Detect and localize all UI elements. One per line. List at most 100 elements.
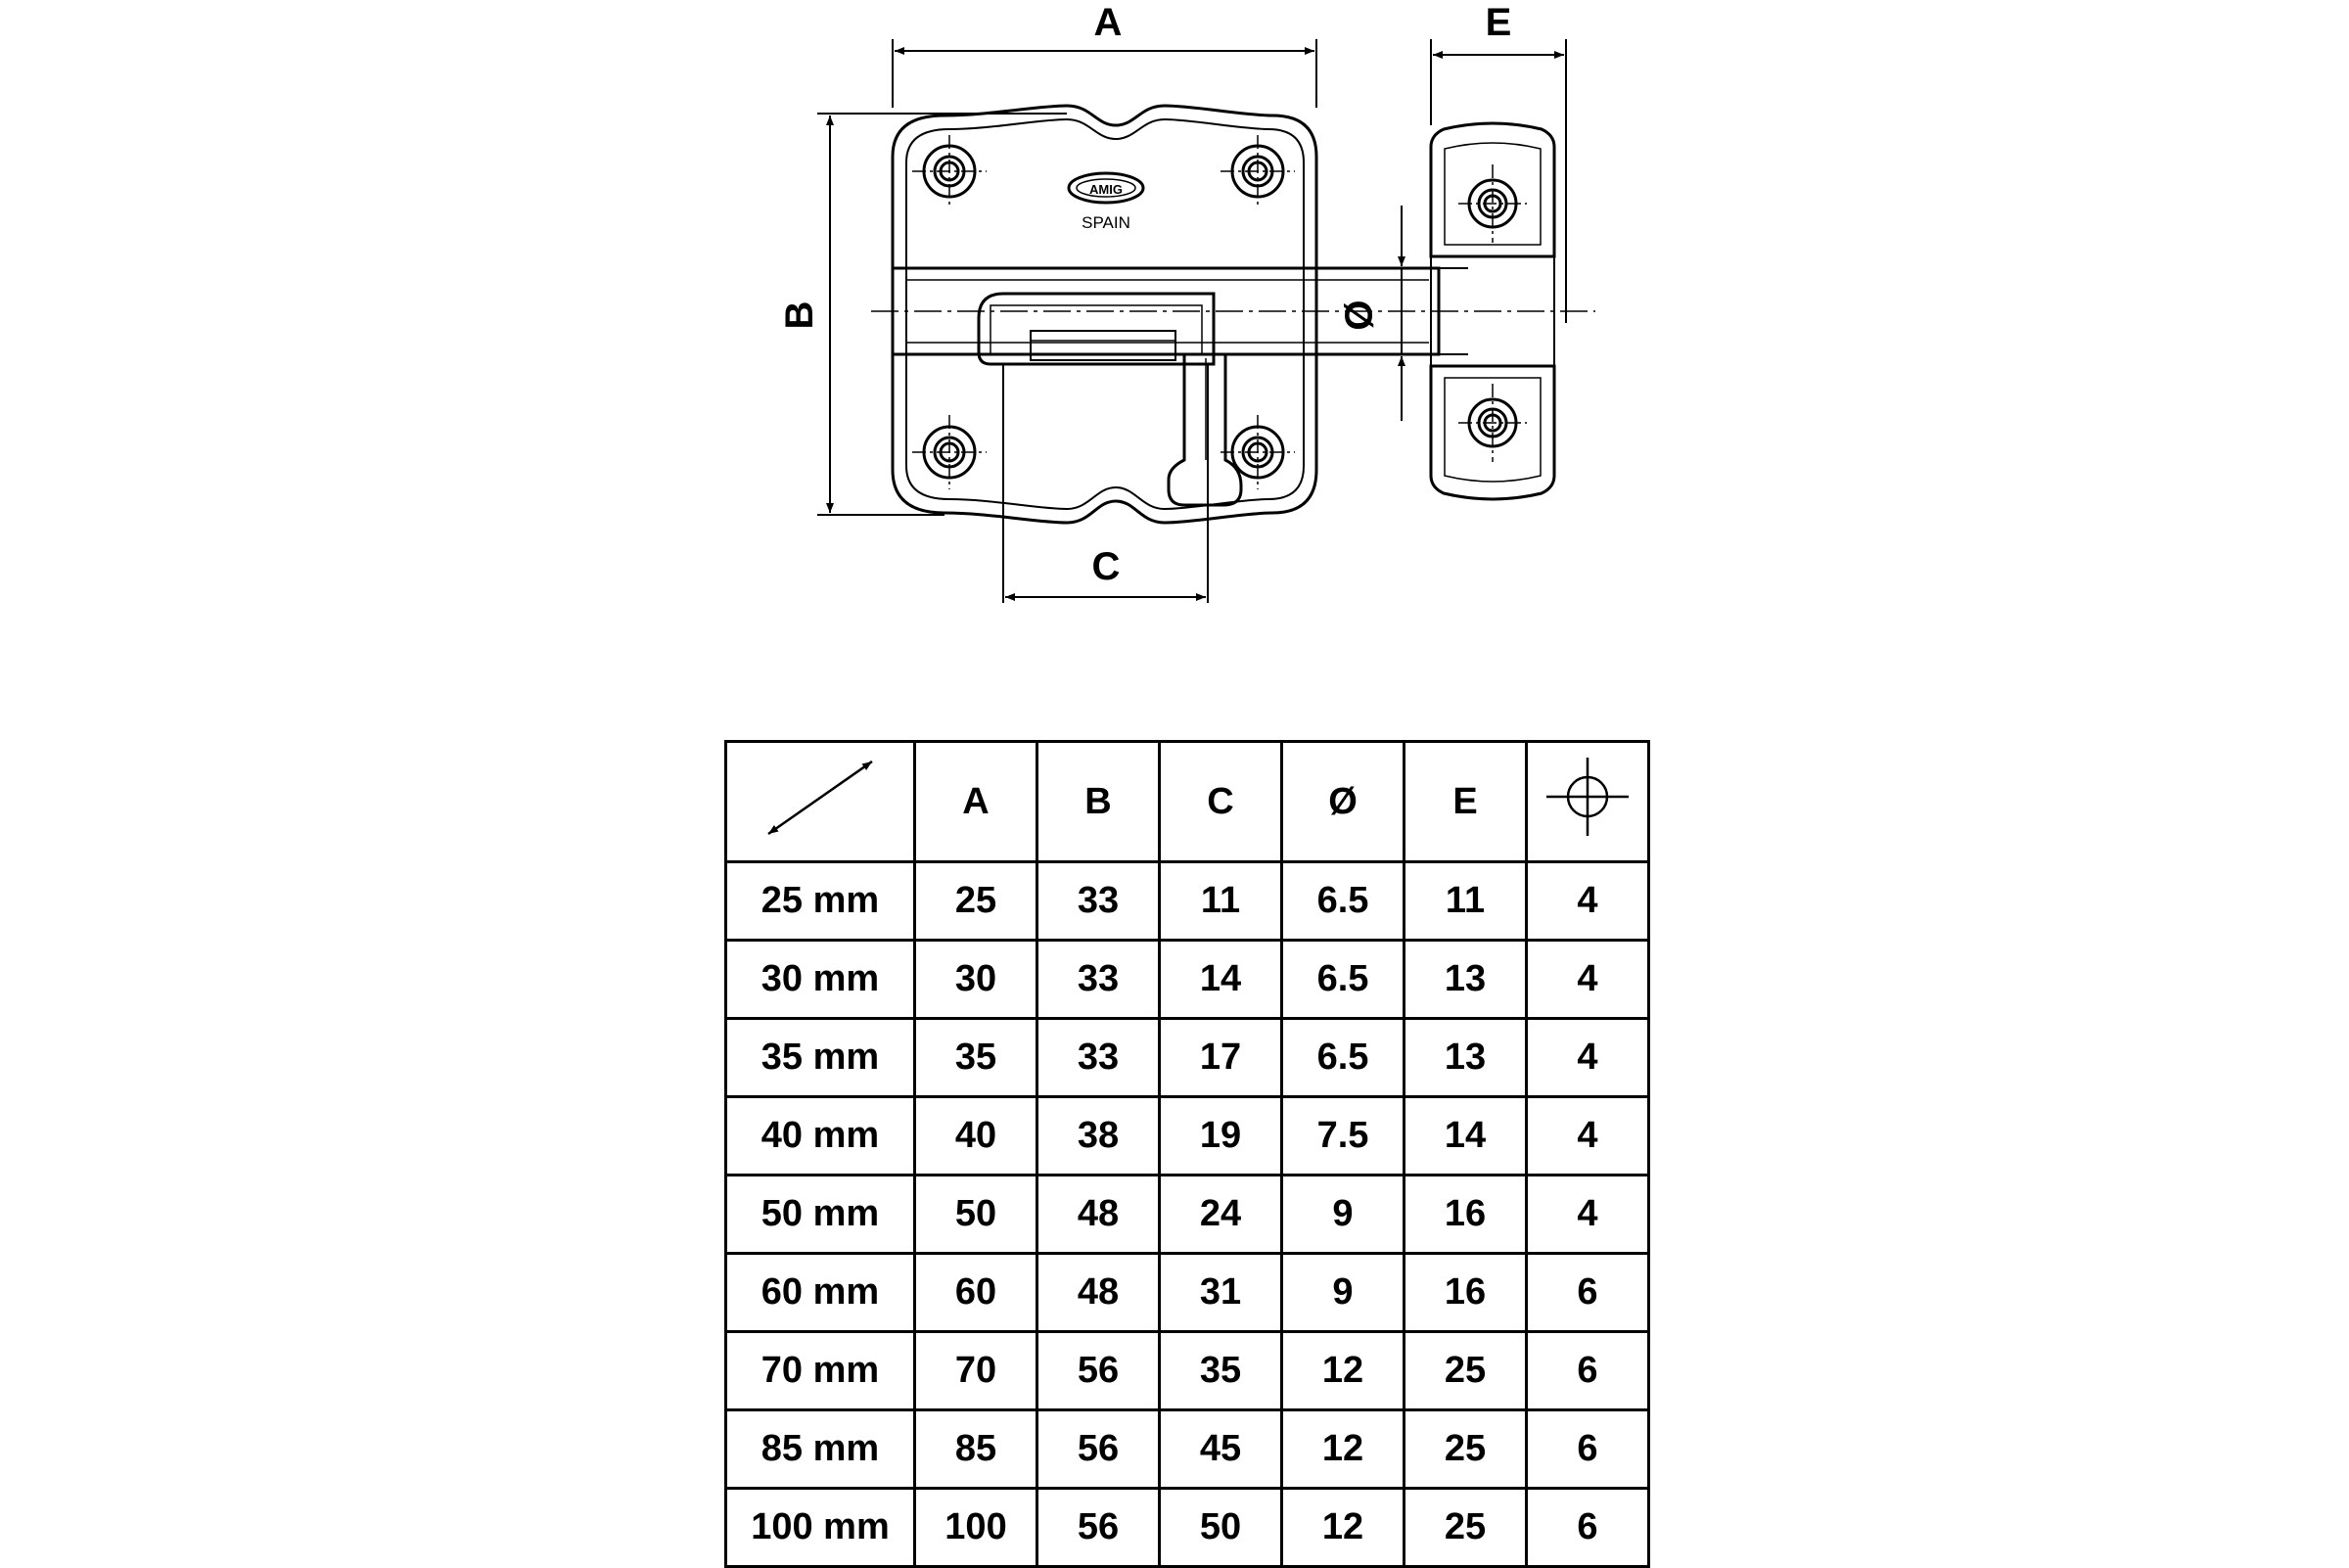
header-a: A xyxy=(913,740,1038,863)
header-c: C xyxy=(1158,740,1283,863)
value-cell: 56 xyxy=(1036,1487,1161,1568)
value-cell: 25 xyxy=(1403,1330,1528,1411)
value-cell: 11 xyxy=(1403,860,1528,942)
dimension-a-label: A xyxy=(1094,1,1123,44)
value-cell: 6.5 xyxy=(1280,860,1405,942)
crosshair-circle-icon xyxy=(1546,758,1629,836)
value-cell: 25 xyxy=(1403,1487,1528,1568)
value-cell: 4 xyxy=(1525,1174,1650,1255)
mounting-plate-outline xyxy=(891,104,1318,525)
value-cell: 9 xyxy=(1280,1252,1405,1333)
value-cell: 12 xyxy=(1280,1487,1405,1568)
size-cell: 50 mm xyxy=(724,1174,916,1255)
value-cell: 11 xyxy=(1158,860,1283,942)
dimension-diameter-label: Ø xyxy=(1338,300,1381,330)
value-cell: 13 xyxy=(1403,1017,1528,1098)
plate-origin-text: SPAIN xyxy=(1082,213,1130,232)
value-cell: 12 xyxy=(1280,1408,1405,1490)
value-cell: 48 xyxy=(1036,1252,1161,1333)
value-cell: 33 xyxy=(1036,1017,1161,1098)
barrel-bolt-technical-drawing: A E C B Ø AMIG SPAIN xyxy=(778,1,1595,603)
value-cell: 4 xyxy=(1525,1095,1650,1176)
value-cell: 19 xyxy=(1158,1095,1283,1176)
header-b: B xyxy=(1036,740,1161,863)
size-cell: 60 mm xyxy=(724,1252,916,1333)
value-cell: 9 xyxy=(1280,1174,1405,1255)
header-diagonal-cell xyxy=(724,740,916,863)
screw-hole-bottom-left xyxy=(912,415,987,489)
value-cell: 17 xyxy=(1158,1017,1283,1098)
value-cell: 56 xyxy=(1036,1408,1161,1490)
value-cell: 12 xyxy=(1280,1330,1405,1411)
value-cell: 38 xyxy=(1036,1095,1161,1176)
value-cell: 16 xyxy=(1403,1174,1528,1255)
header-diameter: Ø xyxy=(1280,740,1405,863)
size-cell: 70 mm xyxy=(724,1330,916,1411)
size-cell: 35 mm xyxy=(724,1017,916,1098)
value-cell: 25 xyxy=(913,860,1038,942)
value-cell: 50 xyxy=(913,1174,1038,1255)
value-cell: 6 xyxy=(1525,1330,1650,1411)
value-cell: 13 xyxy=(1403,939,1528,1020)
value-cell: 33 xyxy=(1036,939,1161,1020)
value-cell: 6 xyxy=(1525,1252,1650,1333)
table-header-row: A B C Ø E xyxy=(724,740,1650,863)
screw-hole-bottom-right xyxy=(1221,415,1295,489)
bolt-knob xyxy=(1167,352,1243,507)
front-view xyxy=(871,104,1595,525)
value-cell: 56 xyxy=(1036,1330,1161,1411)
header-hole xyxy=(1525,740,1650,863)
value-cell: 4 xyxy=(1525,1017,1650,1098)
value-cell: 14 xyxy=(1158,939,1283,1020)
side-view xyxy=(1429,121,1556,501)
value-cell: 35 xyxy=(913,1017,1038,1098)
plate-logo-text: AMIG xyxy=(1089,182,1123,197)
value-cell: 16 xyxy=(1403,1252,1528,1333)
bolt-slot xyxy=(977,292,1216,366)
size-cell: 85 mm xyxy=(724,1408,916,1490)
value-cell: 30 xyxy=(913,939,1038,1020)
screw-hole-top-right xyxy=(1221,135,1295,208)
dimension-lines xyxy=(817,39,1567,603)
dimension-c-label: C xyxy=(1092,545,1121,588)
value-cell: 6 xyxy=(1525,1408,1650,1490)
value-cell: 14 xyxy=(1403,1095,1528,1176)
value-cell: 7.5 xyxy=(1280,1095,1405,1176)
value-cell: 24 xyxy=(1158,1174,1283,1255)
value-cell: 35 xyxy=(1158,1330,1283,1411)
keeper-hole-bottom xyxy=(1458,384,1527,462)
keeper-plate-bottom xyxy=(1429,364,1556,501)
size-cell: 100 mm xyxy=(724,1487,916,1568)
value-cell: 45 xyxy=(1158,1408,1283,1490)
header-e: E xyxy=(1403,740,1528,863)
dimension-b-label: B xyxy=(778,301,821,330)
double-arrow-diagonal-icon xyxy=(767,760,873,836)
value-cell: 6.5 xyxy=(1280,1017,1405,1098)
value-cell: 25 xyxy=(1403,1408,1528,1490)
value-cell: 4 xyxy=(1525,939,1650,1020)
value-cell: 60 xyxy=(913,1252,1038,1333)
size-cell: 40 mm xyxy=(724,1095,916,1176)
value-cell: 85 xyxy=(913,1408,1038,1490)
size-cell: 25 mm xyxy=(724,860,916,942)
value-cell: 4 xyxy=(1525,860,1650,942)
maker-logo xyxy=(1067,171,1145,205)
keeper-hole-top xyxy=(1458,164,1527,243)
value-cell: 40 xyxy=(913,1095,1038,1176)
dimension-e-label: E xyxy=(1486,1,1512,44)
value-cell: 33 xyxy=(1036,860,1161,942)
value-cell: 6.5 xyxy=(1280,939,1405,1020)
value-cell: 48 xyxy=(1036,1174,1161,1255)
size-cell: 30 mm xyxy=(724,939,916,1020)
value-cell: 31 xyxy=(1158,1252,1283,1333)
